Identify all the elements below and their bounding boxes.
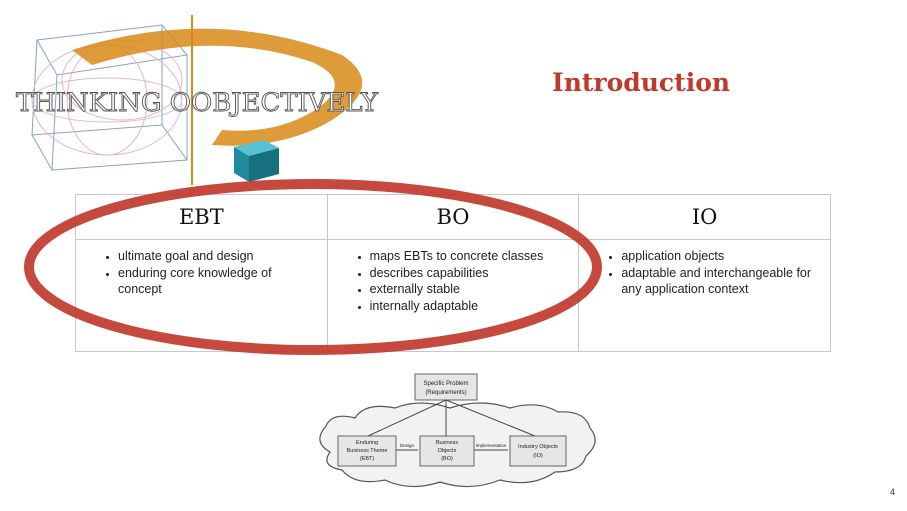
list-item: maps EBTs to concrete classes xyxy=(370,248,571,265)
cube-icon xyxy=(234,140,279,182)
list-item: enduring core knowledge of concept xyxy=(118,265,319,298)
list-item: application objects xyxy=(621,248,822,265)
column-header-io: IO xyxy=(578,194,831,240)
io-bullet-list: application objects adaptable and interc… xyxy=(579,248,830,298)
bo-box-line1: Business xyxy=(436,440,459,446)
list-item: adaptable and interchangeable for any ap… xyxy=(621,265,822,298)
ebt-box-line1: Enduring xyxy=(356,440,378,446)
io-box-line2: (IO) xyxy=(533,453,543,459)
logo-text: THINKING OOBJECTIVELY xyxy=(16,88,379,117)
list-item: internally adaptable xyxy=(370,298,571,315)
page-number: 4 xyxy=(890,487,896,497)
list-item: describes capabilities xyxy=(370,265,571,282)
list-item: ultimate goal and design xyxy=(118,248,319,265)
implementation-arrow-label: Implementation xyxy=(476,443,507,448)
problem-box-line2: (Requirements) xyxy=(425,390,466,396)
bo-cell: maps EBTs to concrete classes describes … xyxy=(326,239,580,352)
ebt-box xyxy=(337,435,397,467)
slide-title: Introduction xyxy=(552,68,731,97)
design-arrow-label: Design xyxy=(400,443,415,448)
ebt-cell: ultimate goal and design enduring core k… xyxy=(75,239,328,352)
ebt-bullet-list: ultimate goal and design enduring core k… xyxy=(76,248,327,298)
problem-box-line1: Specific Problem xyxy=(423,381,468,387)
io-cell: application objects adaptable and interc… xyxy=(578,239,831,352)
io-box xyxy=(509,435,567,467)
problem-box xyxy=(414,373,478,401)
bo-box-line2: Objects xyxy=(438,448,457,454)
comparison-table: EBT BO IO ultimate goal and design endur… xyxy=(75,194,831,352)
list-item: externally stable xyxy=(370,281,571,298)
io-box-line1: Industry Objects xyxy=(518,444,558,450)
bo-bullet-list: maps EBTs to concrete classes describes … xyxy=(328,248,579,314)
ebt-box-line2: Business Theme xyxy=(347,448,388,454)
column-header-bo: BO xyxy=(326,194,580,240)
connector-arrows xyxy=(367,399,536,451)
ebt-box-line3: (EBT) xyxy=(360,456,375,462)
bo-box-line3: (BO) xyxy=(441,456,453,462)
thinking-objectively-logo: THINKING OOBJECTIVELY xyxy=(16,15,379,185)
column-header-ebt: EBT xyxy=(75,194,328,240)
bo-box xyxy=(419,435,475,467)
ebt-bo-io-diagram: Specific Problem (Requirements) Enduring… xyxy=(319,373,596,488)
